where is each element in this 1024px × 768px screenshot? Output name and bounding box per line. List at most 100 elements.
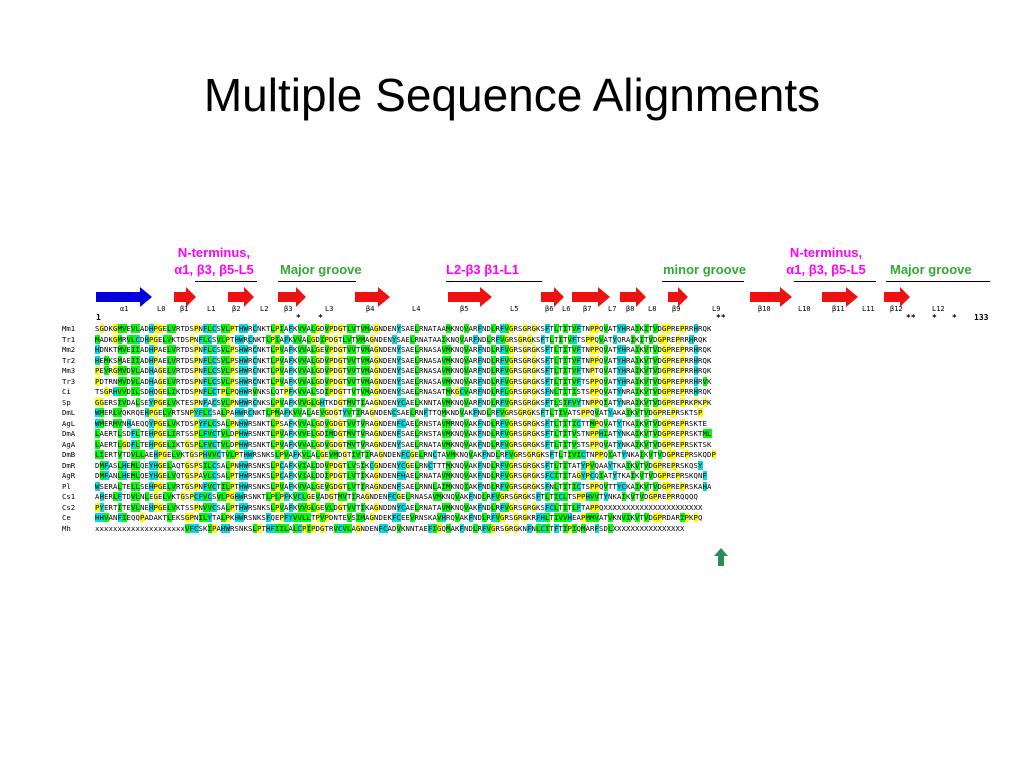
residue: R xyxy=(531,513,536,522)
residue: F xyxy=(477,460,482,470)
residue: L xyxy=(117,460,122,470)
residue: F xyxy=(545,460,550,470)
residue: I xyxy=(563,366,568,375)
residue: S xyxy=(189,345,194,354)
residue: P xyxy=(225,408,230,417)
residue: V xyxy=(356,334,361,344)
secondary-structure-track xyxy=(96,287,910,307)
residue: V xyxy=(324,502,329,512)
residue: F xyxy=(477,429,482,438)
residue: R xyxy=(495,439,500,449)
ss-label: L5 xyxy=(510,305,519,313)
residue: A xyxy=(603,460,608,470)
residue: T xyxy=(558,460,563,470)
residue: T xyxy=(612,376,617,386)
residue: x xyxy=(171,523,176,533)
residue: S xyxy=(518,324,523,333)
residue: N xyxy=(113,376,118,386)
residue: R xyxy=(626,387,631,396)
residue: R xyxy=(473,397,478,407)
residue: V xyxy=(171,418,176,428)
residue: P xyxy=(153,502,158,512)
sequence-name: Tr3 xyxy=(62,376,76,386)
residue: P xyxy=(594,481,599,491)
residue: S xyxy=(99,387,104,396)
residue: V xyxy=(297,397,302,407)
residue: V xyxy=(324,439,329,449)
residue: N xyxy=(482,355,487,365)
residue: L xyxy=(554,481,559,491)
residue: K xyxy=(261,502,266,512)
residue: H xyxy=(149,376,154,386)
residue: L xyxy=(311,429,316,438)
residue: V xyxy=(594,492,599,501)
residue: F xyxy=(545,366,550,375)
residue: A xyxy=(311,450,316,459)
residue: E xyxy=(387,460,392,470)
residue: P xyxy=(657,408,662,417)
residue: A xyxy=(432,513,437,522)
residue: E xyxy=(675,376,680,386)
ss-label: β2 xyxy=(232,305,241,313)
residue: D xyxy=(140,334,145,344)
residue: G xyxy=(500,513,505,522)
residue: L xyxy=(167,397,172,407)
residue: V xyxy=(293,408,298,417)
residue: R xyxy=(248,429,253,438)
ss-label: β3 xyxy=(284,305,293,313)
residue: D xyxy=(315,523,320,533)
residue: E xyxy=(158,334,163,344)
ss-label: L11 xyxy=(862,305,875,313)
residue: L xyxy=(270,429,275,438)
residue: A xyxy=(144,450,149,459)
residue: D xyxy=(320,460,325,470)
residue: V xyxy=(293,334,298,344)
residue: G xyxy=(315,345,320,354)
residue: L xyxy=(270,502,275,512)
residue: T xyxy=(180,471,185,480)
residue: E xyxy=(410,366,415,375)
residue: H xyxy=(693,355,698,365)
residue: V xyxy=(572,439,577,449)
residue: x xyxy=(117,523,122,533)
residue: S xyxy=(266,502,271,512)
residue: S xyxy=(432,376,437,386)
residue: P xyxy=(585,471,590,480)
residue: L xyxy=(545,492,550,501)
residue: H xyxy=(239,366,244,375)
residue: X xyxy=(675,523,680,533)
residue: V xyxy=(504,460,509,470)
residue: L xyxy=(414,355,419,365)
residue: L xyxy=(491,376,496,386)
residue: R xyxy=(108,439,113,449)
residue: L xyxy=(203,408,208,417)
residue: A xyxy=(608,387,613,396)
residue: A xyxy=(612,408,617,417)
residue: A xyxy=(95,492,100,501)
residue: V xyxy=(572,355,577,365)
residue: R xyxy=(473,345,478,354)
residue: D xyxy=(104,334,109,344)
residue: R xyxy=(680,471,685,480)
residue: N xyxy=(392,355,397,365)
residue: L xyxy=(266,492,271,501)
residue: I xyxy=(351,492,356,501)
sequence-residues: WSERALTELLSEHPGELVRTGSPNFVCTILPTHWRSNKSL… xyxy=(95,481,1024,492)
residue: F xyxy=(576,376,581,386)
residue: C xyxy=(428,460,433,470)
residue: Q xyxy=(603,450,608,459)
residue: G xyxy=(374,471,379,480)
residue: S xyxy=(401,355,406,365)
residue: R xyxy=(108,408,113,417)
annotation-l2-b3-b1-l1: L2-β3 β1-L1 xyxy=(446,262,519,277)
residue: L xyxy=(414,471,419,480)
residue: G xyxy=(657,471,662,480)
residue: V xyxy=(122,376,127,386)
residue: R xyxy=(513,418,518,428)
residue: P xyxy=(653,492,658,501)
residue: N xyxy=(585,397,590,407)
residue: T xyxy=(342,387,347,396)
residue: A xyxy=(468,439,473,449)
residue: F xyxy=(500,418,505,428)
residue: T xyxy=(567,429,572,438)
